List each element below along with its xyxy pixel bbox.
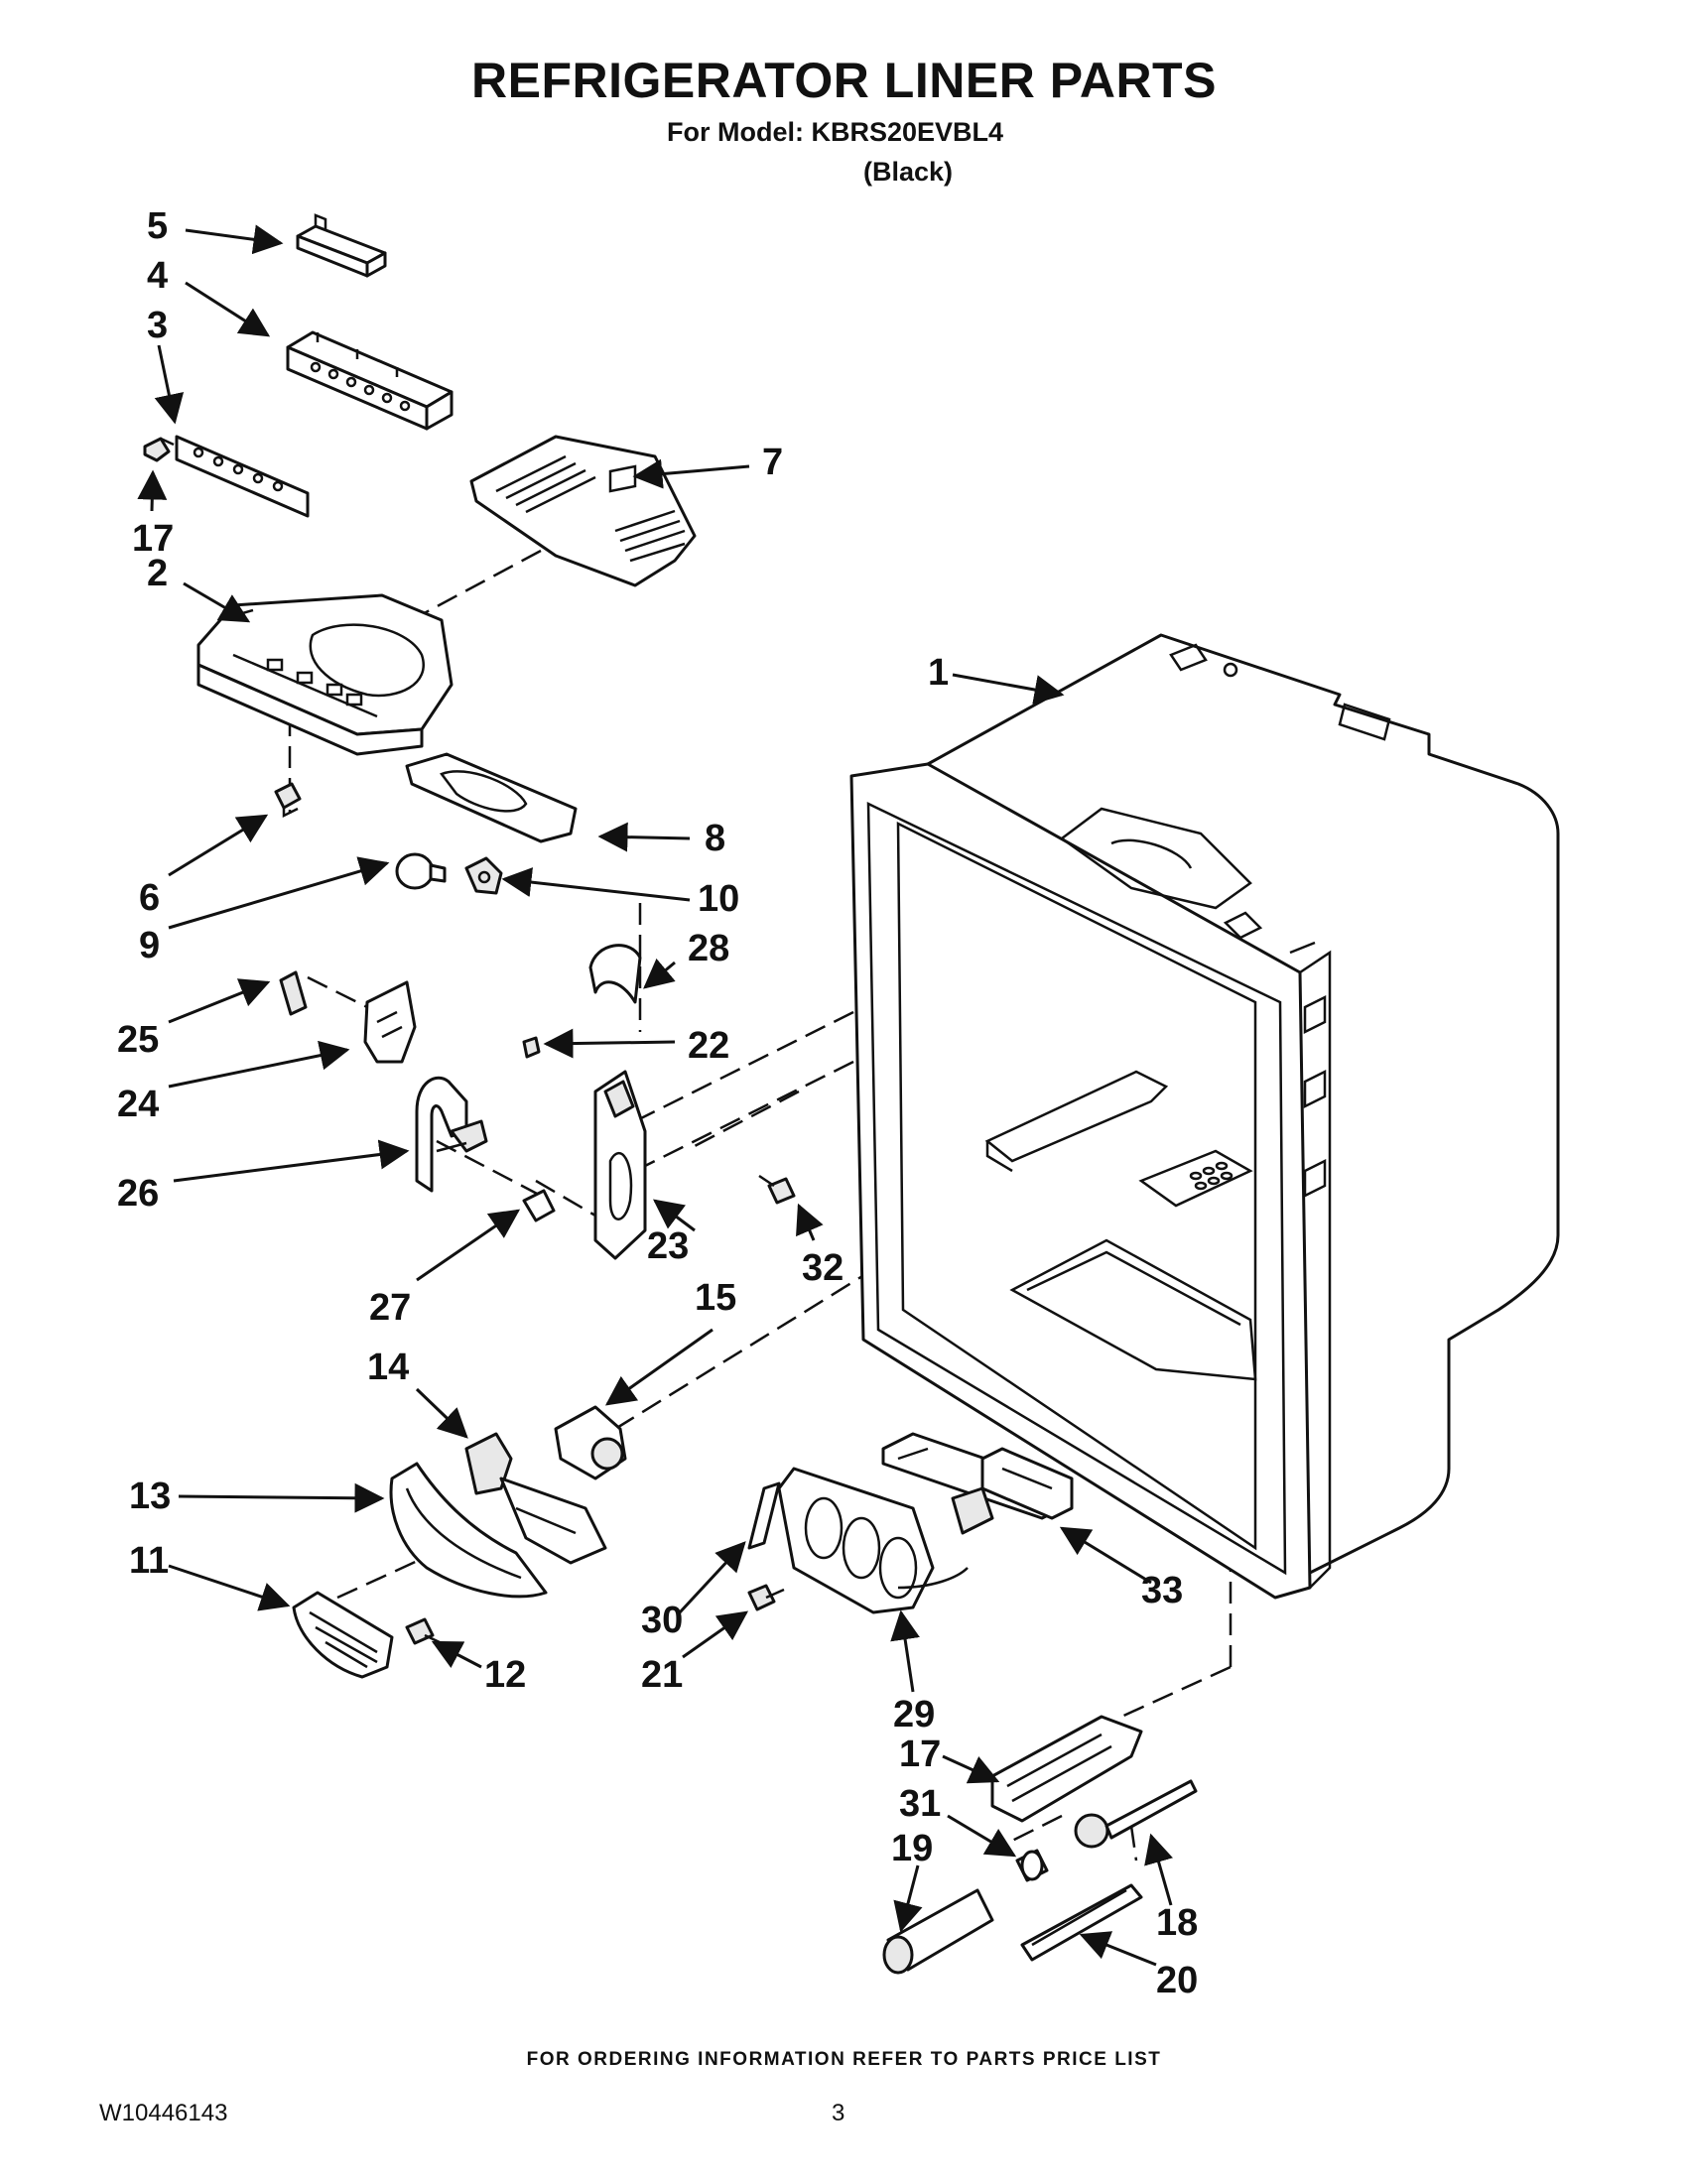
callout-label: 19 xyxy=(891,1828,933,1869)
callout-label: 12 xyxy=(484,1654,526,1696)
callout-label: 31 xyxy=(899,1783,941,1825)
callout-label: 17 xyxy=(899,1734,941,1775)
part-17-filter-housing xyxy=(990,1715,1143,1823)
callout-label: 29 xyxy=(893,1694,935,1735)
part-11-drip-grille xyxy=(292,1591,394,1679)
part-7-light-shield xyxy=(469,435,697,587)
part-8-lens xyxy=(405,752,578,843)
callout-label: 18 xyxy=(1156,1902,1198,1944)
callout-label: 5 xyxy=(147,205,168,247)
callout-label: 15 xyxy=(695,1277,736,1319)
part-29-water-tank xyxy=(777,1467,969,1614)
part-9-bulb xyxy=(395,852,447,890)
callout-label: 13 xyxy=(129,1476,171,1517)
callout-label: 7 xyxy=(762,442,783,483)
part-18-filter-head xyxy=(1074,1779,1198,1849)
part-6-switch xyxy=(274,782,302,819)
callout-label: 1 xyxy=(928,652,949,694)
callout-label: 30 xyxy=(641,1600,683,1641)
callout-label: 32 xyxy=(802,1247,844,1289)
callout-label: 23 xyxy=(647,1225,689,1267)
document-number: W10446143 xyxy=(99,2100,228,2126)
callout-label: 2 xyxy=(147,553,168,594)
part-3-control-strip xyxy=(175,435,310,518)
part-20-filter-cover xyxy=(1020,1883,1143,1962)
callout-label: 4 xyxy=(147,255,168,297)
part-30-connector xyxy=(747,1481,781,1550)
page-title: REFRIGERATOR LINER PARTS xyxy=(471,53,1217,108)
part-25-sensor xyxy=(279,970,308,1016)
part-5-clip xyxy=(296,213,387,278)
part-28-gasket xyxy=(588,944,642,1004)
callout-label: 21 xyxy=(641,1654,683,1696)
callout-label: 22 xyxy=(688,1025,729,1067)
callout-label: 6 xyxy=(139,877,160,919)
callout-label: 3 xyxy=(147,305,168,346)
part-2-light-housing xyxy=(196,593,454,756)
part-10-socket xyxy=(464,856,503,895)
part-19-water-filter xyxy=(882,1888,994,1975)
part-31-filter-cap xyxy=(1015,1849,1049,1882)
callout-label: 33 xyxy=(1141,1570,1183,1611)
part-23-dispenser-housing xyxy=(593,1070,647,1260)
callout-label: 27 xyxy=(369,1287,411,1329)
callout-label: 17 xyxy=(132,518,174,560)
part-12-screw xyxy=(405,1617,443,1645)
callout-label: 14 xyxy=(367,1347,409,1388)
callout-label: 25 xyxy=(117,1019,159,1061)
callout-label: 26 xyxy=(117,1173,159,1215)
leader-arrows xyxy=(137,224,1173,1967)
page-number: 3 xyxy=(832,2100,845,2126)
ordering-note: FOR ORDERING INFORMATION REFER TO PARTS … xyxy=(526,2049,1162,2070)
callout-label: 28 xyxy=(688,928,729,969)
variant-label: (Black) xyxy=(863,157,954,187)
callout-label: 20 xyxy=(1156,1960,1198,2001)
callout-label: 10 xyxy=(698,878,739,920)
callout-label: 9 xyxy=(139,925,160,966)
part-26-water-tube xyxy=(415,1076,488,1193)
part-13-dispenser-trim xyxy=(389,1462,548,1599)
part-33-crisper-slides xyxy=(881,1432,1074,1535)
callout-label: 8 xyxy=(705,818,725,859)
part-15-dispenser-valve xyxy=(554,1405,627,1480)
part-17-screw xyxy=(143,437,175,462)
part-4-control-bracket xyxy=(286,330,454,431)
model-line: For Model: KBRS20EVBL4 xyxy=(667,117,1004,147)
part-21-screw xyxy=(747,1584,785,1611)
callout-label: 24 xyxy=(117,1084,159,1125)
part-22-clip xyxy=(522,1036,541,1059)
part-32-screw xyxy=(758,1174,796,1205)
part-24-bracket xyxy=(363,980,417,1064)
part-14-dispenser-cover xyxy=(464,1432,607,1565)
callout-label: 11 xyxy=(129,1540,169,1582)
part-1-refrigerator-liner xyxy=(849,633,1560,1600)
callout-labels: 5 4 3 17 7 2 1 8 6 10 9 28 25 22 24 26 2… xyxy=(117,205,1198,2001)
part-27-clip xyxy=(522,1189,556,1222)
